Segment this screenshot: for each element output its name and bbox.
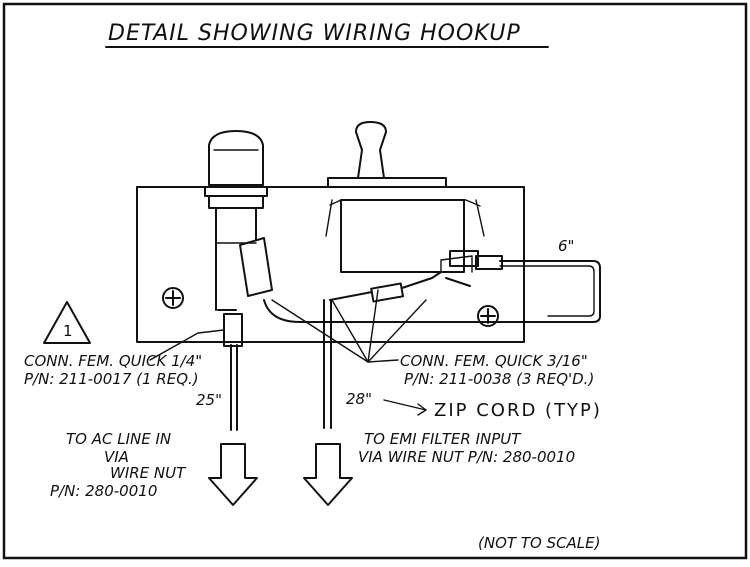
label-conn-316-1: CONN. FEM. QUICK 3/16" bbox=[400, 352, 588, 370]
label-zip-cord: ZIP CORD (TYP) bbox=[434, 400, 602, 421]
label-not-to-scale: (NOT TO SCALE) bbox=[478, 534, 601, 552]
leader-conn-316-b bbox=[367, 289, 379, 363]
label-conn-316-2: P/N: 211-0038 (3 REQ'D.) bbox=[404, 370, 594, 388]
wire-short-b bbox=[401, 271, 442, 289]
fuse-holder bbox=[204, 130, 273, 311]
label-28in: 28" bbox=[346, 390, 372, 408]
quick-connector-mid bbox=[370, 282, 404, 303]
wire-6in-loop bbox=[499, 260, 601, 323]
leader-conn-quarter bbox=[149, 329, 225, 361]
label-ac-line-4: P/N: 280-0010 bbox=[50, 482, 157, 500]
toggle-switch bbox=[325, 121, 485, 273]
label-emi-2: VIA WIRE NUT P/N: 280-0010 bbox=[358, 448, 575, 466]
svg-text:1: 1 bbox=[63, 322, 73, 340]
label-25in: 25" bbox=[196, 391, 222, 409]
label-conn-quarter-2: P/N: 211-0017 (1 REQ.) bbox=[24, 370, 199, 388]
wire-fuse-to-loop bbox=[263, 299, 549, 323]
quick-connector-top bbox=[475, 255, 503, 270]
leader-conn-316-c bbox=[367, 299, 427, 363]
revision-triangle: 1 bbox=[43, 301, 91, 344]
wire-short-a bbox=[329, 291, 373, 301]
label-ac-line-3: WIRE NUT bbox=[110, 464, 187, 482]
leader-zip-cord bbox=[383, 399, 427, 411]
leader-zip-cord-head bbox=[417, 403, 427, 416]
label-ac-line-1: TO AC LINE IN bbox=[66, 430, 171, 448]
arrow-down-ac-line bbox=[208, 443, 258, 506]
diagram-title: DETAIL SHOWING WIRING HOOKUP bbox=[108, 21, 521, 46]
label-conn-quarter-1: CONN. FEM. QUICK 1/4" bbox=[24, 352, 202, 370]
leader-conn-316-d bbox=[271, 299, 369, 363]
label-emi-1: TO EMI FILTER INPUT bbox=[364, 430, 522, 448]
drawing-border bbox=[2, 2, 748, 560]
arrow-down-emi-filter bbox=[303, 443, 353, 506]
label-6in: 6" bbox=[558, 237, 574, 255]
label-ac-line-2: VIA bbox=[104, 448, 129, 466]
mounting-screw-right bbox=[477, 305, 499, 327]
wire-to-terminal bbox=[445, 277, 471, 287]
mounting-screw-left bbox=[162, 287, 184, 309]
leader-conn-316-a bbox=[331, 299, 399, 363]
